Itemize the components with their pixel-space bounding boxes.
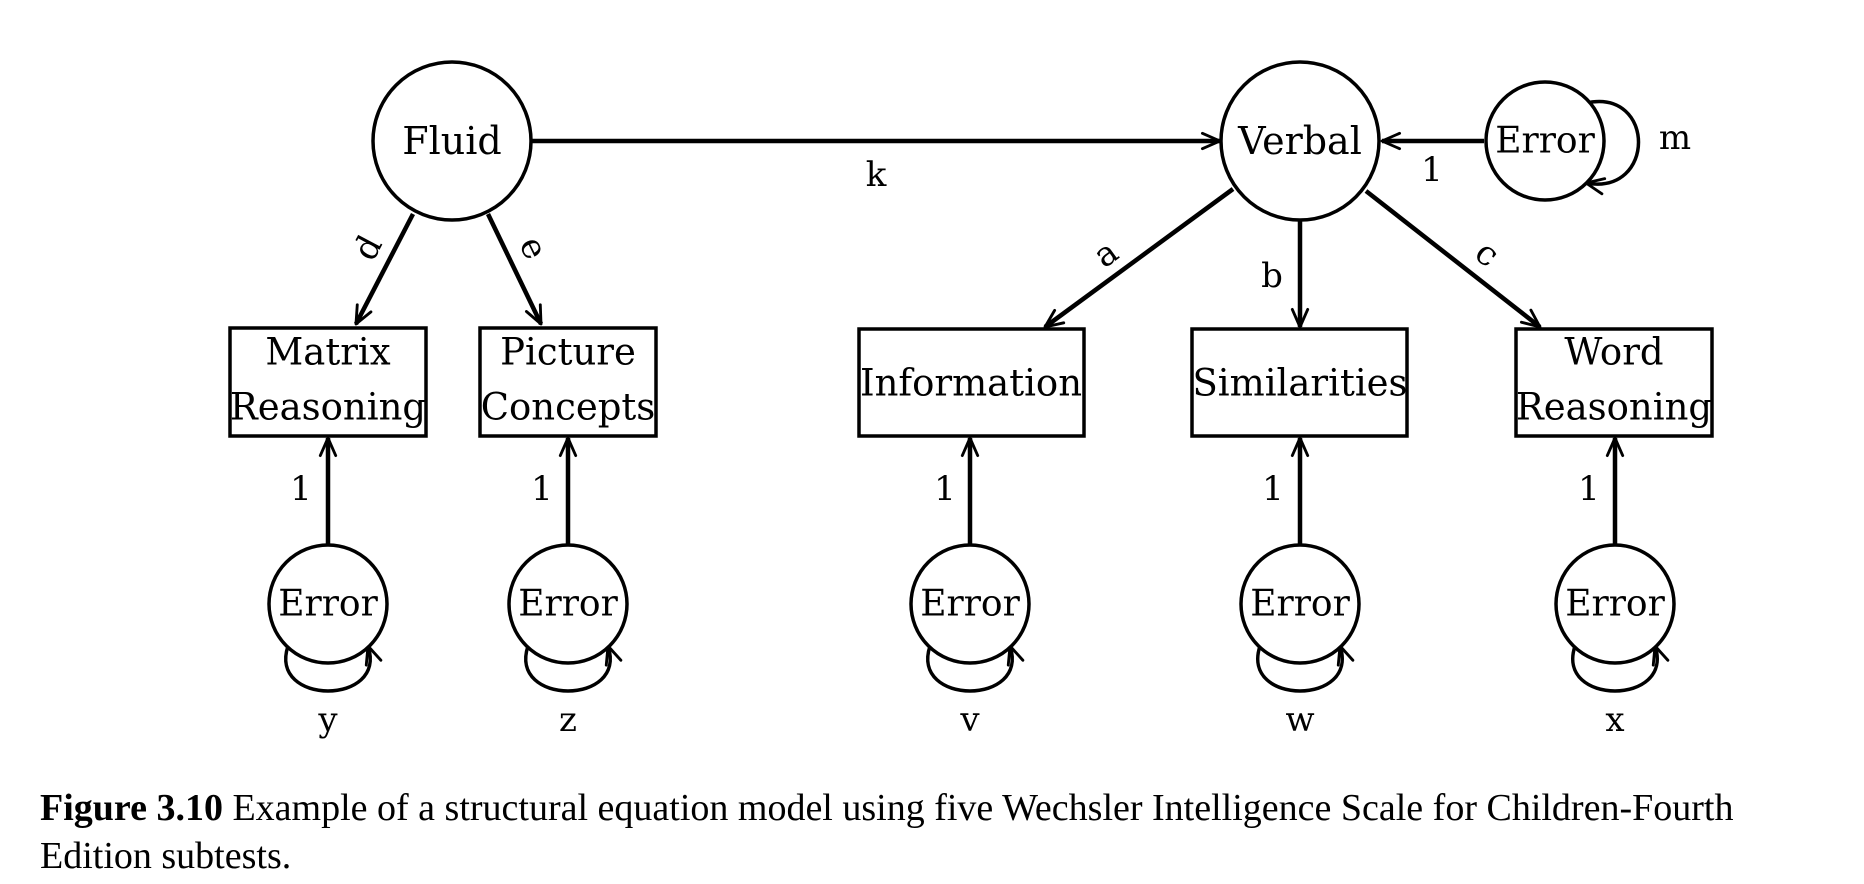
error-information: Error xyxy=(909,543,1031,665)
path-label-word-error: 1 xyxy=(1578,469,1600,509)
path-label-c: c xyxy=(1467,232,1507,275)
path-label-b: b xyxy=(1261,256,1283,296)
variance-loop-picture-error xyxy=(524,625,623,693)
latent-verbal: Verbal xyxy=(1219,60,1381,222)
path-label-matrix-error: 1 xyxy=(290,469,312,509)
path-fluid-to-matrix xyxy=(354,212,415,326)
figure-caption-text: Example of a structural equation model u… xyxy=(40,787,1734,877)
variance-label-w: w xyxy=(1285,700,1314,740)
path-verbal-to-word xyxy=(1364,189,1542,329)
indicator-picture-concepts: Picture Concepts xyxy=(478,326,658,438)
variance-label-v: v xyxy=(959,700,980,740)
path-label-e: e xyxy=(511,230,556,266)
figure-caption-label: Figure 3.10 xyxy=(40,787,223,829)
figure-caption: Figure 3.10 Example of a structural equa… xyxy=(40,784,1830,880)
variance-loop-verbal-error xyxy=(1565,97,1641,196)
variance-loop-similarities-error xyxy=(1256,625,1355,693)
error-matrix: Error xyxy=(267,543,389,665)
error-similarities-label: Error xyxy=(1250,584,1350,625)
error-verbal-label: Error xyxy=(1495,121,1595,162)
path-label-similarities-error: 1 xyxy=(1262,469,1284,509)
variance-label-y: y xyxy=(317,700,338,740)
path-verbal-to-information xyxy=(1043,187,1235,329)
path-label-d: d xyxy=(345,229,391,267)
indicator-matrix-reasoning: Matrix Reasoning xyxy=(228,326,428,438)
variance-label-x: x xyxy=(1605,700,1624,740)
path-label-verbal-error: 1 xyxy=(1421,150,1443,190)
error-verbal: Error xyxy=(1484,80,1606,202)
path-label-k: k xyxy=(866,155,887,195)
indicator-information: Information xyxy=(857,327,1086,438)
variance-loop-word-error xyxy=(1571,625,1670,693)
picture-label-line2: Concepts xyxy=(481,386,656,429)
indicator-similarities: Similarities xyxy=(1190,327,1409,438)
error-picture-label: Error xyxy=(518,584,618,625)
error-word: Error xyxy=(1554,543,1676,665)
latent-verbal-label: Verbal xyxy=(1237,119,1362,163)
latent-fluid-label: Fluid xyxy=(402,119,501,163)
error-matrix-label: Error xyxy=(278,584,378,625)
similarities-label: Similarities xyxy=(1192,362,1407,405)
matrix-label-line2: Reasoning xyxy=(230,386,426,429)
variance-loop-matrix-error xyxy=(284,625,383,693)
indicator-word-reasoning: Word Reasoning xyxy=(1514,327,1714,438)
variance-loop-information-error xyxy=(926,625,1025,693)
information-label: Information xyxy=(860,362,1082,405)
path-fluid-to-picture xyxy=(485,213,544,326)
matrix-label-line1: Matrix xyxy=(265,331,390,374)
variance-label-z: z xyxy=(559,700,577,740)
word-label-line2: Reasoning xyxy=(1516,386,1712,429)
error-similarities: Error xyxy=(1239,543,1361,665)
word-label-line1: Word xyxy=(1564,331,1663,374)
variance-label-m: m xyxy=(1659,118,1691,158)
picture-label-line1: Picture xyxy=(500,331,636,374)
error-word-label: Error xyxy=(1565,584,1665,625)
error-information-label: Error xyxy=(920,584,1020,625)
path-label-information-error: 1 xyxy=(934,469,956,509)
latent-fluid: Fluid xyxy=(371,60,533,222)
sem-diagram: Fluid Verbal Error Matrix Reasoning Pict… xyxy=(228,60,1714,740)
path-label-picture-error: 1 xyxy=(531,469,553,509)
error-picture: Error xyxy=(507,543,629,665)
